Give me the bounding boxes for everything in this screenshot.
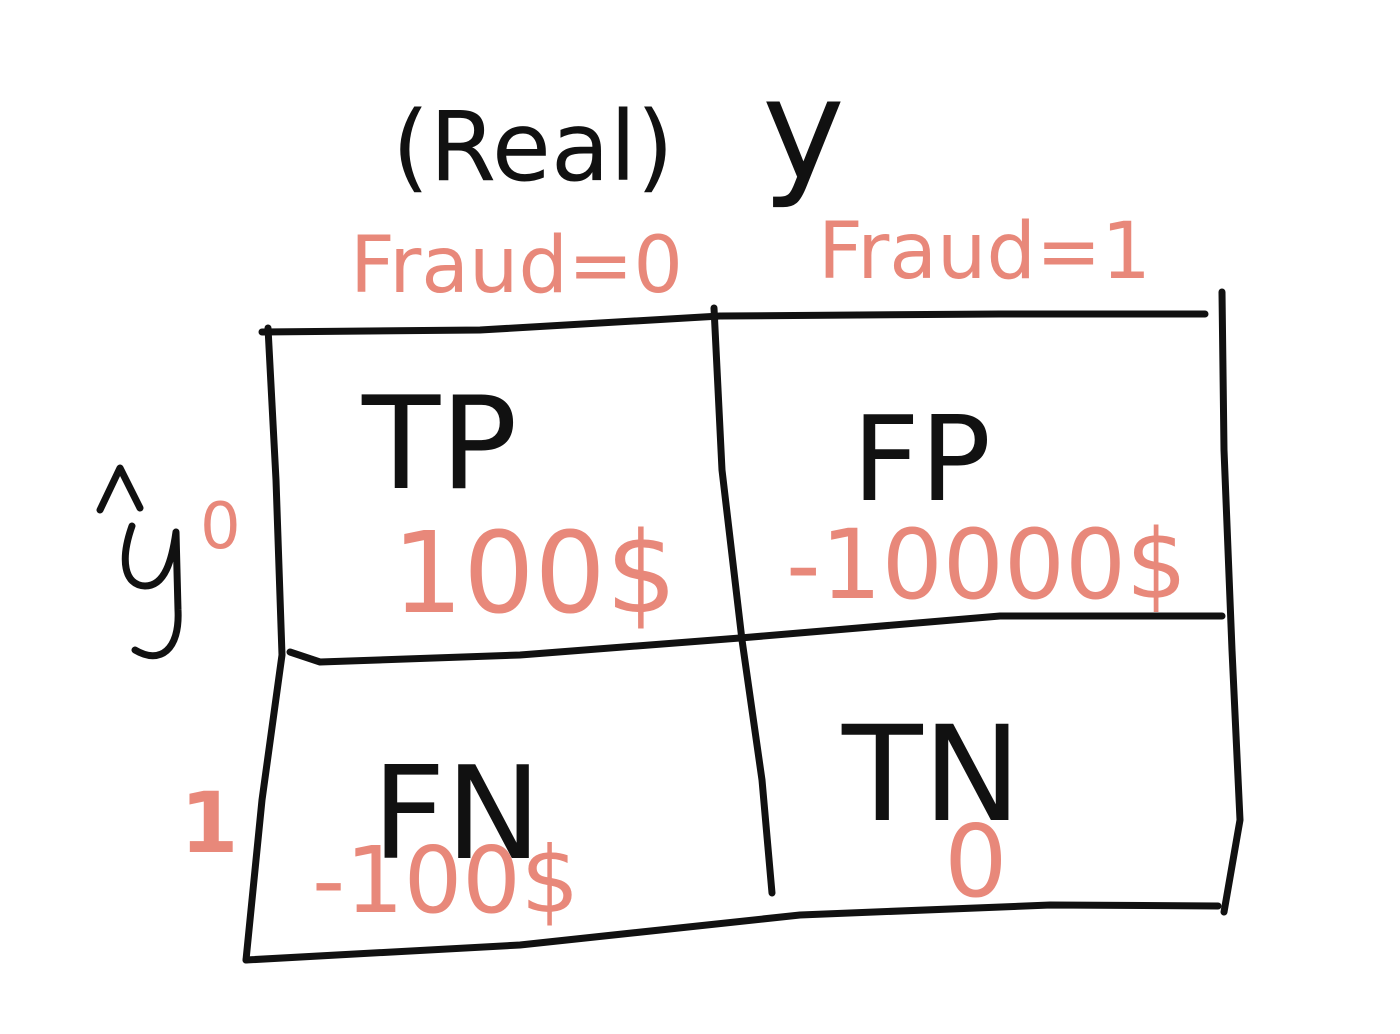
- y-hat-label: [96, 464, 182, 660]
- row-label-1: 1: [180, 774, 238, 872]
- grid-middle-vertical-line: [710, 304, 776, 897]
- y-hat-y-glyph: [121, 522, 182, 660]
- column-header-fraud-0: Fraud=0: [350, 221, 683, 311]
- matrix-grid: [242, 288, 1244, 964]
- row-label-0: 0: [200, 490, 241, 564]
- cell-tn-value: 0: [944, 803, 1008, 920]
- cell-fp-name: FP: [852, 390, 991, 528]
- cell-tp-value: 100$: [392, 509, 677, 639]
- cell-fn-name: FN: [372, 740, 541, 889]
- cell-tp-name: TP: [361, 370, 517, 519]
- cell-fp-value: -10000$: [786, 509, 1187, 621]
- y-label: y: [762, 49, 845, 212]
- cell-tn-name: TN: [841, 698, 1021, 852]
- grid-right-line: [1218, 288, 1244, 916]
- grid-top-line: [258, 310, 1209, 336]
- column-header-fraud-1: Fraud=1: [818, 207, 1151, 297]
- grid-middle-horizontal-line: [286, 612, 1226, 666]
- real-label: (Real): [392, 91, 674, 203]
- hat-mark: [96, 464, 144, 514]
- grid-left-line: [242, 324, 286, 964]
- cell-fn-value: -100$: [312, 827, 579, 934]
- grid-bottom-line: [242, 901, 1222, 964]
